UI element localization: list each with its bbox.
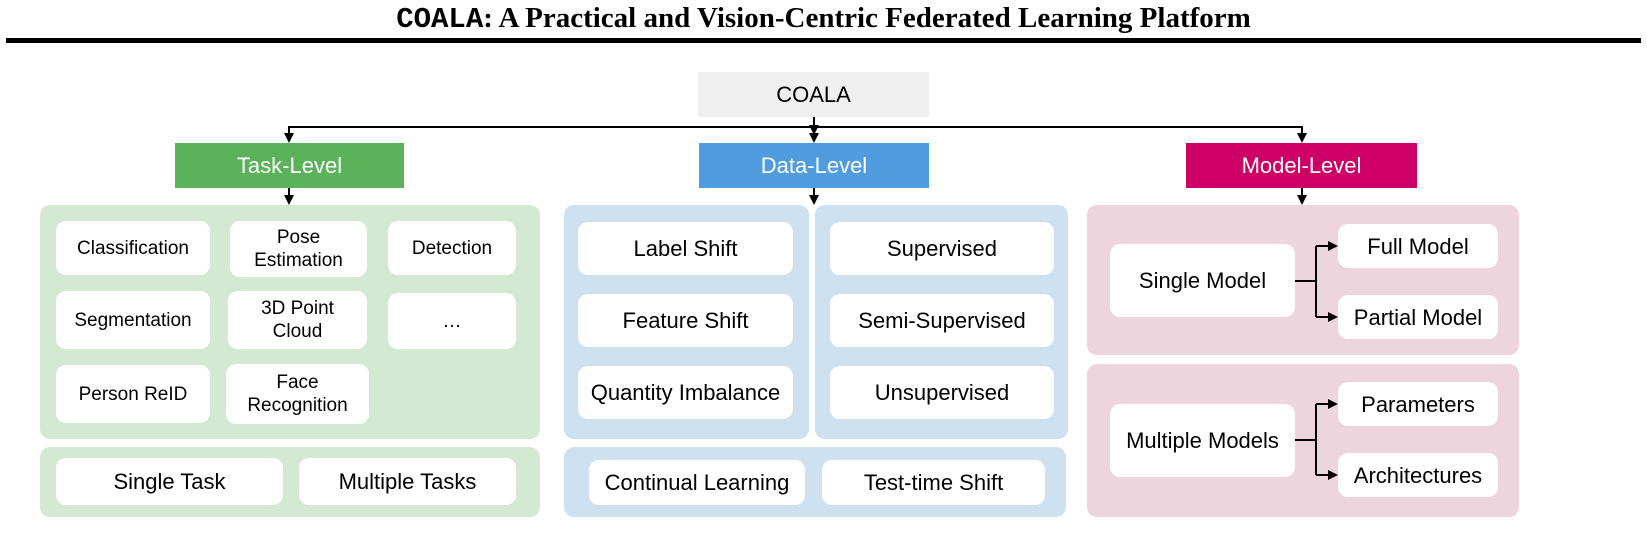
task-card-face-recognition: Face Recognition — [226, 364, 369, 424]
data-card-label-shift: Label Shift — [578, 222, 793, 275]
model-card-partial-model: Partial Model — [1338, 295, 1498, 339]
task-card-person-reid: Person ReID — [56, 365, 210, 423]
task-card-detection: Detection — [388, 221, 516, 275]
page-title: COALA: A Practical and Vision-Centric Fe… — [0, 2, 1647, 36]
model-card-full-model: Full Model — [1338, 224, 1498, 268]
task-card-3d-point-cloud: 3D Point Cloud — [228, 291, 367, 349]
task-card-single-task: Single Task — [56, 458, 283, 505]
task-card-pose-estimation: Pose Estimation — [230, 221, 367, 277]
task-card-multiple-tasks: Multiple Tasks — [299, 458, 516, 505]
title-prefix: COALA — [396, 3, 484, 36]
task-level-header: Task-Level — [175, 143, 404, 188]
model-card-single-model: Single Model — [1110, 244, 1295, 317]
task-card-segmentation: Segmentation — [56, 291, 210, 349]
task-card-more: … — [388, 293, 516, 349]
model-card-parameters: Parameters — [1338, 382, 1498, 426]
data-card-test-time-shift: Test-time Shift — [822, 460, 1045, 505]
model-card-multiple-models: Multiple Models — [1110, 404, 1295, 477]
data-card-quantity-imbalance: Quantity Imbalance — [578, 366, 793, 419]
data-card-continual-learning: Continual Learning — [589, 460, 805, 505]
title-rule — [6, 38, 1641, 43]
data-card-feature-shift: Feature Shift — [578, 294, 793, 347]
task-card-classification: Classification — [56, 221, 210, 275]
data-card-semi-supervised: Semi-Supervised — [830, 294, 1054, 347]
model-level-header: Model-Level — [1186, 143, 1417, 188]
data-card-supervised: Supervised — [830, 222, 1054, 275]
data-card-unsupervised: Unsupervised — [830, 366, 1054, 419]
root-node: COALA — [698, 72, 929, 117]
data-level-header: Data-Level — [699, 143, 929, 188]
model-card-architectures: Architectures — [1338, 453, 1498, 497]
title-text: : A Practical and Vision-Centric Federat… — [483, 2, 1251, 34]
